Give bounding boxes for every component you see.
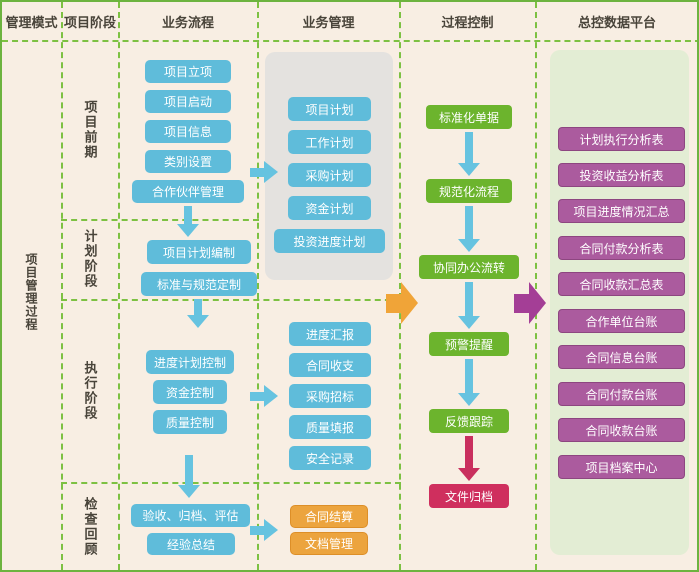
column-header-business-flow: 业务流程 [161,15,214,30]
control-node-standard-documents: 标准化单据 [426,105,512,129]
mgmt-node-fund-plan: 资金计划 [288,196,371,220]
platform-node-payment-analysis: 合同付款分析表 [558,236,685,260]
platform-node-contract-payment-ledger: 合同付款台账 [558,382,685,406]
header-divider [2,40,697,42]
mgmt-node-bidding: 采购招标 [289,384,371,408]
phase-divider [61,299,401,301]
flow-node-quality-control: 质量控制 [153,410,227,434]
mgmt-node-work-plan: 工作计划 [288,130,371,154]
big-arrow-control-to-platform-icon [514,282,546,324]
column-divider [118,2,120,570]
platform-node-contract-info-ledger: 合同信息台账 [558,345,685,369]
mgmt-node-safety-record: 安全记录 [289,446,371,470]
column-header-business-mgmt: 业务管理 [302,15,355,30]
platform-node-project-archive-center: 项目档案中心 [558,455,685,479]
arrow-down-icon [177,206,199,237]
phase-label-exec: 执行阶段 [82,360,98,421]
arrow-down-icon [458,206,480,252]
arrow-down-red-icon [458,436,480,481]
column-divider [399,2,401,570]
control-node-collaborative-office: 协同办公流转 [419,255,519,279]
flow-node-acceptance-archive-evaluate: 验收、归档、评估 [131,504,250,527]
phase-label-plan: 计划阶段 [82,229,98,289]
flow-node-partner-mgmt: 合作伙伴管理 [132,180,244,203]
mgmt-node-progress-report: 进度汇报 [289,322,371,346]
mgmt-node-purchase-plan: 采购计划 [288,163,371,187]
column-header-project-phase: 项目阶段 [63,15,116,30]
control-node-early-warning: 预警提醒 [429,332,509,356]
mgmt-node-contract-settlement: 合同结算 [290,505,368,528]
mgmt-node-document-mgmt: 文档管理 [290,532,368,555]
flow-node-category-setting: 类别设置 [145,150,231,173]
arrow-down-icon [187,299,209,328]
arrow-down-icon [178,455,200,498]
phase-divider [61,482,401,484]
column-header-data-platform: 总控数据平台 [577,15,656,30]
platform-node-plan-execution-report: 计划执行分析表 [558,127,685,151]
arrow-right-icon [250,161,278,183]
flow-node-plan-compilation: 项目计划编制 [147,240,251,264]
data-platform-panel [550,50,689,555]
arrow-down-icon [458,359,480,406]
big-arrow-mgmt-to-control-icon [386,282,418,324]
platform-node-progress-summary: 项目进度情况汇总 [558,199,685,223]
column-divider [257,2,259,570]
control-node-feedback-tracking: 反馈跟踪 [429,409,509,433]
mgmt-node-contract-income-expense: 合同收支 [289,353,371,377]
management-mode-label: 项目管理过程 [24,253,38,331]
platform-node-contract-receipt-ledger: 合同收款台账 [558,418,685,442]
mgmt-node-project-plan: 项目计划 [288,97,371,121]
platform-node-partner-ledger: 合作单位台账 [558,309,685,333]
flow-node-project-info: 项目信息 [145,120,231,143]
mgmt-node-quality-report: 质量填报 [289,415,371,439]
platform-node-investment-return-report: 投资收益分析表 [558,163,685,187]
phase-divider [61,219,259,221]
arrow-right-icon [250,385,278,407]
column-header-process-control: 过程控制 [441,15,494,30]
flow-node-fund-control: 资金控制 [153,380,227,404]
flow-node-schedule-control: 进度计划控制 [146,350,234,374]
control-node-standard-process: 规范化流程 [426,179,512,203]
column-header-management-mode: 管理模式 [5,15,58,30]
platform-node-receipt-summary: 合同收款汇总表 [558,272,685,296]
flow-node-project-start: 项目启动 [145,90,231,113]
flow-node-standards: 标准与规范定制 [141,272,257,296]
phase-label-review: 检查回顾 [82,497,98,557]
arrow-down-icon [458,132,480,176]
phase-label-pre: 项目前期 [82,99,98,160]
flow-node-project-initiation: 项目立项 [145,60,231,83]
arrow-right-icon [250,519,278,541]
flow-node-lessons-learned: 经验总结 [147,533,235,555]
mgmt-node-investment-progress-plan: 投资进度计划 [274,229,385,253]
control-node-file-archive: 文件归档 [429,484,509,508]
arrow-down-icon [458,282,480,329]
column-divider [61,2,63,570]
